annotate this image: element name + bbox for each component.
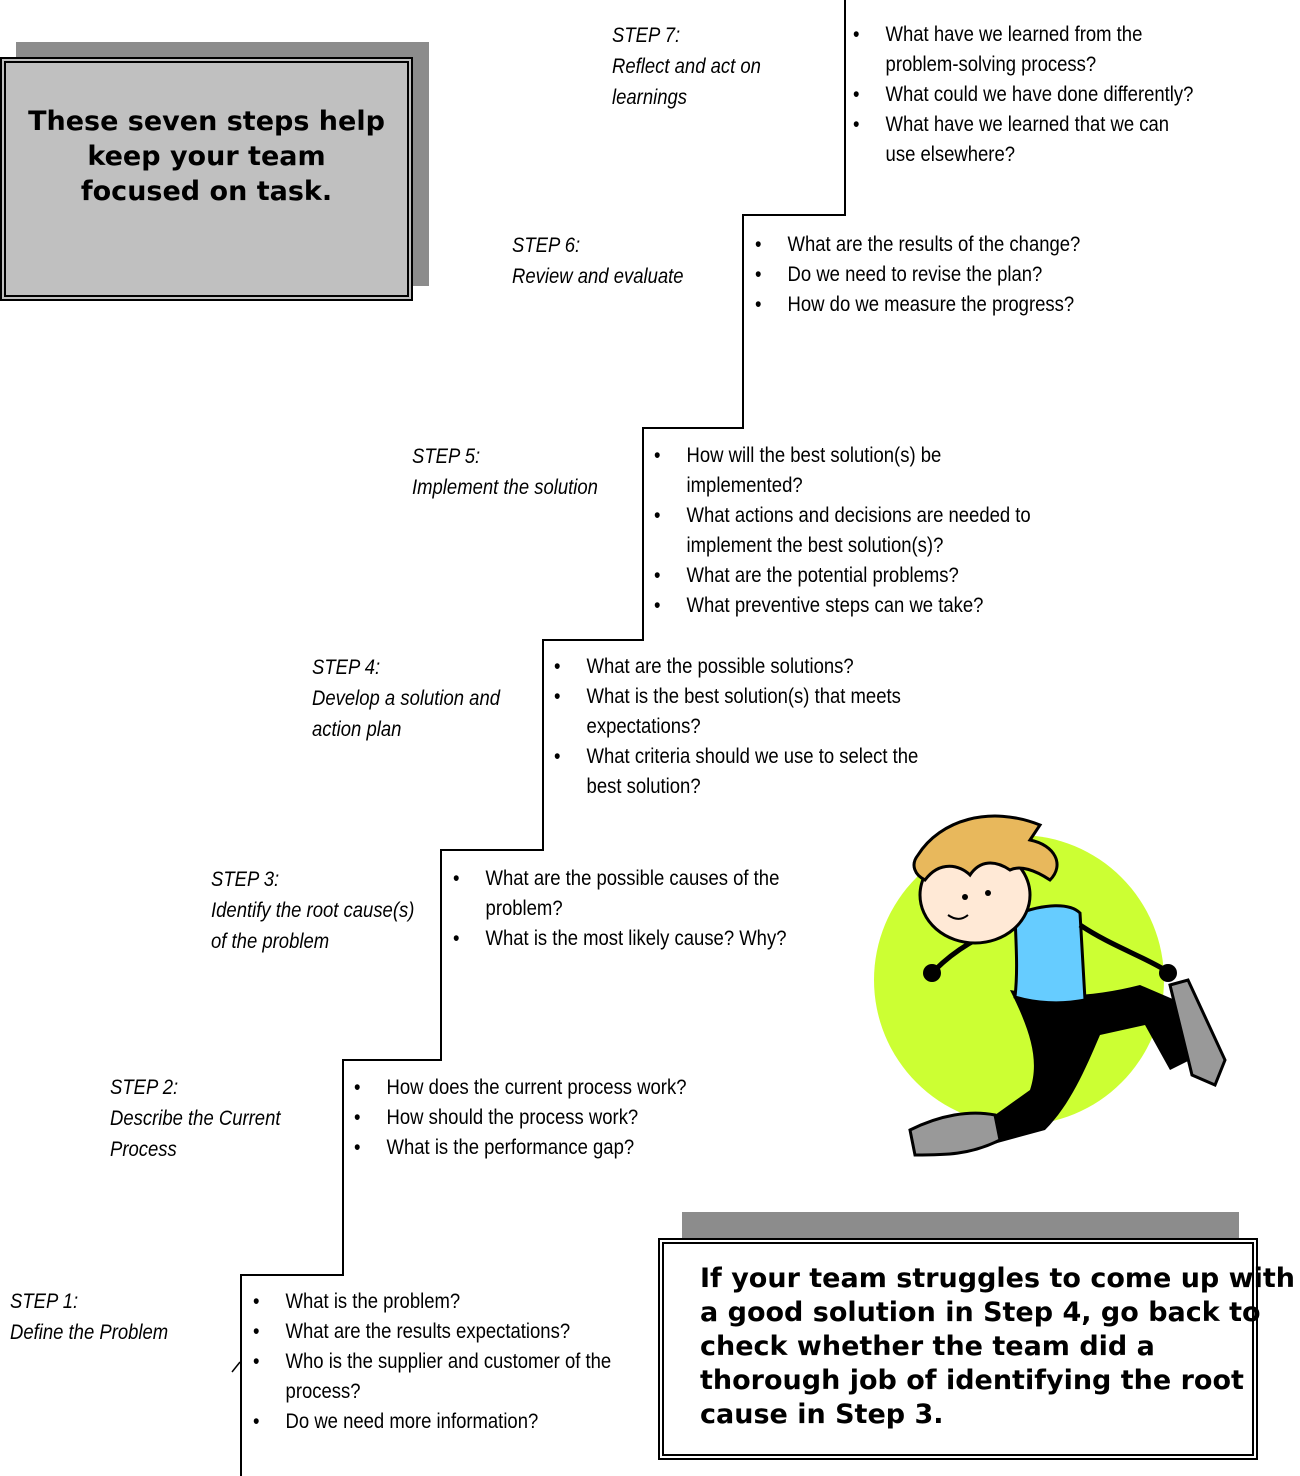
step-6-label: STEP 6: Review and evaluate	[512, 230, 684, 292]
step-2-title-line-2: Process	[110, 1138, 177, 1161]
step-7-label: STEP 7: Reflect and act on learnings	[612, 20, 761, 113]
callout-bottom-text: If your team struggles to come up with a…	[700, 1263, 1295, 1430]
list-item: •What are the possible solutions?	[554, 655, 854, 678]
list-item: •Do we need to revise the plan?	[755, 263, 1043, 286]
list-item: •What is the best solution(s) that meets	[554, 685, 901, 708]
list-item: expectations?	[586, 715, 701, 738]
callout-top: These seven steps help keep your team fo…	[0, 57, 413, 301]
step-6-number: STEP 6:	[512, 234, 581, 257]
list-item: •What is the performance gap?	[354, 1136, 635, 1159]
step-2-title-line-1: Describe the Current	[110, 1107, 281, 1130]
list-item: •What are the potential problems?	[654, 564, 959, 587]
list-item: implement the best solution(s)?	[686, 534, 944, 557]
list-item: •What are the results expectations?	[253, 1320, 571, 1343]
list-item: •What preventive steps can we take?	[654, 594, 984, 617]
step-4-questions: •What are the possible solutions? •What …	[554, 652, 968, 802]
list-item: •What is the most likely cause? Why?	[453, 927, 787, 950]
list-item: •Who is the supplier and customer of the	[253, 1350, 612, 1373]
list-item: •What actions and decisions are needed t…	[654, 504, 1031, 527]
step-4-number: STEP 4:	[312, 656, 381, 679]
step-1-title: Define the Problem	[10, 1321, 169, 1344]
step-2-number: STEP 2:	[110, 1076, 179, 1099]
list-item: problem?	[485, 897, 563, 920]
step-4-title-line-1: Develop a solution and	[312, 687, 501, 710]
step-7-number: STEP 7:	[612, 24, 681, 47]
step-2-questions: •How does the current process work? •How…	[354, 1073, 732, 1163]
step-3-label: STEP 3: Identify the root cause(s) of th…	[211, 864, 414, 957]
list-item: •What have we learned from the	[853, 23, 1143, 46]
step-3-title-line-1: Identify the root cause(s)	[211, 899, 415, 922]
step-7-questions: •What have we learned from the problem-s…	[853, 20, 1240, 170]
list-item: implemented?	[686, 474, 803, 497]
running-person-icon	[874, 814, 1227, 1157]
list-item: •What are the results of the change?	[755, 233, 1081, 256]
list-item: process?	[285, 1380, 361, 1403]
step-4-title-line-2: action plan	[312, 718, 402, 741]
step-7-title-line-2: learnings	[612, 86, 688, 109]
step-1-questions: •What is the problem? •What are the resu…	[253, 1287, 660, 1437]
callout-bottom: If your team struggles to come up with a…	[658, 1238, 1295, 1460]
step-3-title-line-2: of the problem	[211, 930, 330, 953]
step-4-label: STEP 4: Develop a solution and action pl…	[312, 652, 500, 745]
list-item: •How will the best solution(s) be	[654, 444, 942, 467]
step-6-questions: •What are the results of the change? •Do…	[755, 230, 1125, 320]
list-item: problem-solving process?	[885, 53, 1097, 76]
list-item: use elsewhere?	[885, 143, 1016, 166]
list-item: •What is the problem?	[253, 1290, 461, 1313]
list-item: •What could we have done differently?	[853, 83, 1194, 106]
step-3-questions: •What are the possible causes of the pro…	[453, 864, 832, 954]
list-item: •How do we measure the progress?	[755, 293, 1075, 316]
staircase-lines	[231, 0, 846, 1476]
list-item: •Do we need more information?	[253, 1410, 539, 1433]
step-2-label: STEP 2: Describe the Current Process	[110, 1072, 281, 1165]
step-5-label: STEP 5: Implement the solution	[412, 441, 598, 503]
step-7-title-line-1: Reflect and act on	[612, 55, 761, 78]
list-item: •What have we learned that we can	[853, 113, 1170, 136]
step-1-number: STEP 1:	[10, 1290, 79, 1313]
step-3-number: STEP 3:	[211, 868, 280, 891]
step-1-label: STEP 1: Define the Problem	[10, 1286, 168, 1348]
list-item: •What criteria should we use to select t…	[554, 745, 919, 768]
list-item: •How should the process work?	[354, 1106, 639, 1129]
step-6-title: Review and evaluate	[512, 265, 684, 288]
list-item: best solution?	[586, 775, 701, 798]
list-item: •How does the current process work?	[354, 1076, 687, 1099]
step-5-questions: •How will the best solution(s) be implem…	[654, 441, 1082, 621]
list-item: •What are the possible causes of the	[453, 867, 780, 890]
step-5-number: STEP 5:	[412, 445, 481, 468]
step-5-title: Implement the solution	[412, 476, 598, 499]
callout-top-text: These seven steps help keep your team fo…	[28, 105, 385, 207]
